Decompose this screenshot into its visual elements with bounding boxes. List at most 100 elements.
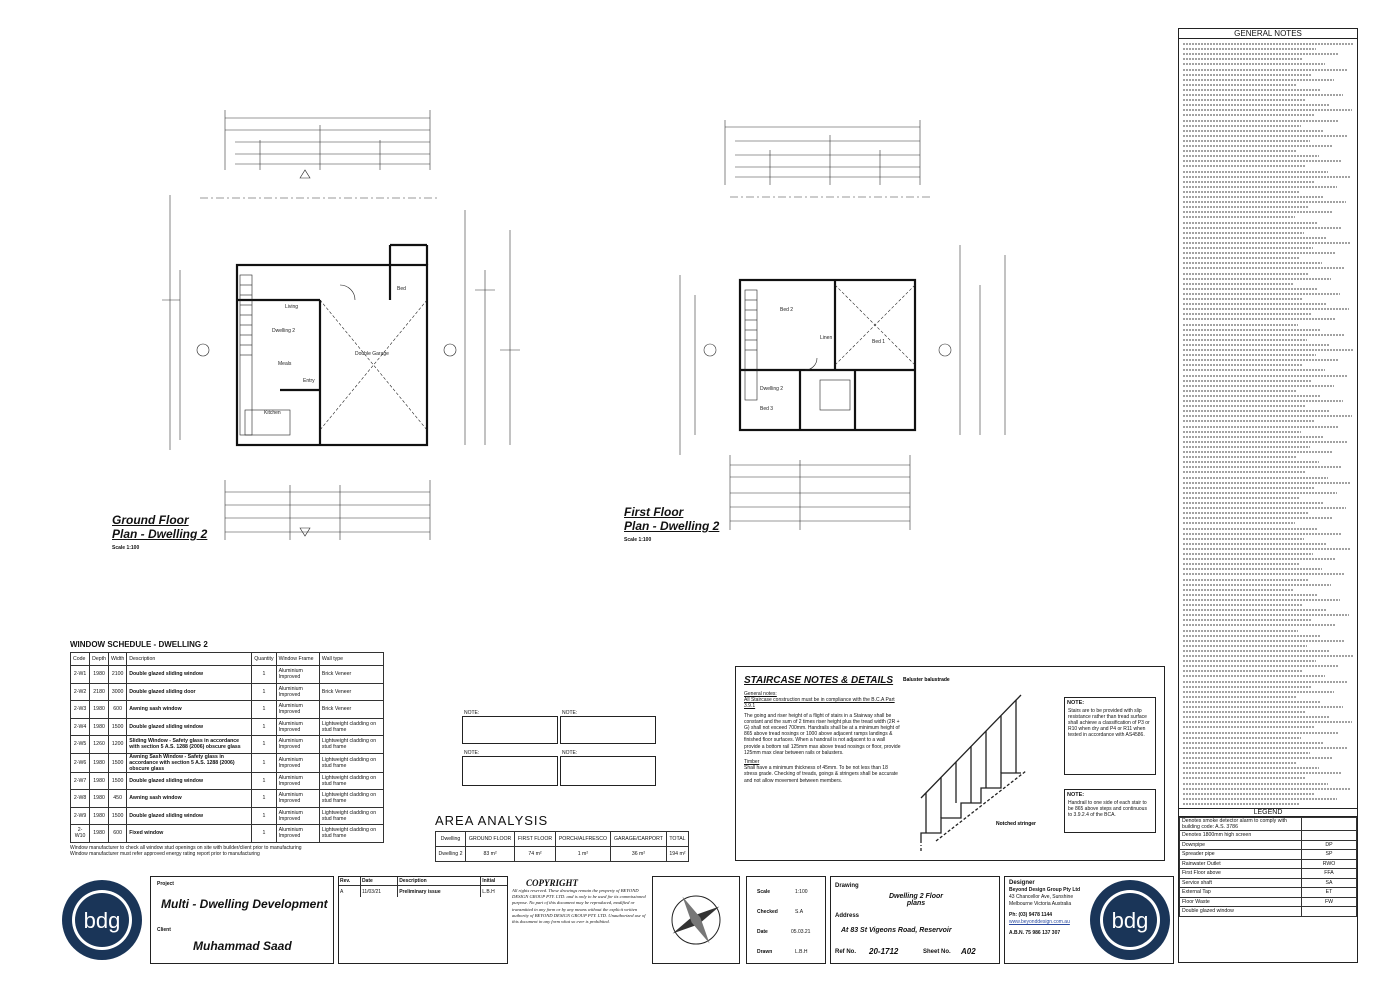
general-notes-line — [1183, 522, 1295, 525]
staircase-timber-body: Shall have a minimum thickness of 45mm. … — [744, 765, 898, 784]
general-notes-line — [1183, 711, 1306, 714]
ws-cell: Aluminium Improved — [275, 789, 320, 808]
first-floor-title: First Floor Plan - Dwelling 2 Scale 1:10… — [624, 505, 719, 547]
note-box-3: NOTE: — [462, 750, 558, 786]
ws-col-width: Width — [107, 652, 128, 666]
aa-cell-1: 83 m² — [465, 846, 516, 862]
general-notes-line — [1183, 257, 1299, 260]
ws-col-description: Description — [126, 652, 253, 666]
aa-cell-3: 1 m² — [554, 846, 611, 862]
ws-cell: Aluminium Improved — [275, 717, 320, 736]
general-notes-line — [1183, 185, 1337, 188]
general-notes-line — [1183, 262, 1322, 265]
ws-cell: Double glazed sliding window — [126, 717, 253, 736]
ws-cell: Lightweight cladding on stud frame — [318, 806, 385, 825]
staircase-compliance: All Staircase construction must be in co… — [744, 697, 895, 710]
general-notes-line — [1183, 471, 1305, 474]
general-notes-line — [1183, 700, 1320, 703]
note-label-4: NOTE: — [562, 750, 578, 756]
north-arrow-block — [652, 876, 740, 964]
general-notes-title: GENERAL NOTES — [1179, 29, 1357, 39]
legend-cell — [1301, 817, 1357, 831]
ws-cell: 2-W10 — [69, 824, 91, 843]
general-notes-line — [1183, 384, 1334, 387]
drawn-label: Drawn — [757, 949, 773, 955]
general-notes-line — [1183, 624, 1335, 627]
general-notes-line — [1183, 343, 1330, 346]
ws-cell: 1 — [251, 752, 277, 773]
general-notes-line — [1183, 670, 1302, 673]
window-schedule-table: Code Depth Width Description Quantity Wi… — [69, 652, 385, 843]
ws-cell: 600 — [107, 824, 128, 843]
general-notes-line — [1183, 201, 1346, 204]
ws-cell: Lightweight cladding on stud frame — [318, 735, 385, 754]
aa-col-2: FIRST FLOOR — [514, 831, 556, 847]
general-notes-line — [1183, 593, 1317, 596]
general-notes-line — [1183, 389, 1297, 392]
general-notes-line — [1183, 634, 1321, 637]
ws-cell: 1 — [251, 682, 277, 701]
ws-cell: 1500 — [107, 717, 128, 736]
ws-col-wall: Wall type — [318, 652, 385, 666]
general-notes-line — [1183, 542, 1327, 545]
general-notes-line — [1183, 272, 1308, 275]
room-bed-label: Bed — [397, 286, 406, 292]
room-dwelling-label: Dwelling 2 — [272, 328, 295, 334]
general-notes-line — [1183, 660, 1316, 663]
ws-footnote-1: Window manufacturer to check all window … — [70, 844, 302, 851]
scale-value: 1:100 — [795, 889, 808, 895]
general-notes-line — [1183, 604, 1303, 606]
ws-cell: 1500 — [107, 771, 128, 790]
legend-table: Denotes smoke detector alarm to comply w… — [1179, 817, 1357, 917]
rev-header-date: Date — [360, 877, 399, 886]
ref-value: 20-1712 — [869, 947, 899, 956]
area-analysis-title: AREA ANALYSIS — [435, 813, 549, 828]
general-notes-line — [1183, 690, 1334, 693]
ws-cell: Lightweight cladding on stud frame — [318, 752, 385, 773]
aa-col-1: GROUND FLOOR — [465, 831, 516, 847]
sheet-value: A02 — [961, 947, 976, 956]
general-notes-line — [1183, 216, 1295, 219]
date-value: 05.03.21 — [791, 929, 811, 935]
general-notes-line — [1183, 78, 1334, 81]
legend-cell: SA — [1301, 877, 1357, 888]
legend-cell: SP — [1301, 849, 1357, 860]
ws-cell: 1 — [251, 806, 277, 825]
ws-cell: Double glazed sliding window — [126, 665, 253, 684]
staircase-note-1: Stairs are to be provided with slip resi… — [1068, 708, 1150, 738]
checked-label: Checked — [757, 909, 778, 915]
general-notes-line — [1183, 83, 1297, 86]
general-notes-line — [1183, 573, 1345, 576]
general-notes-line — [1183, 532, 1341, 535]
general-notes-line — [1183, 445, 1310, 448]
ws-cell: 2-W6 — [69, 752, 91, 773]
general-notes-line — [1183, 598, 1340, 601]
copyright-block: COPYRIGHT All rights reserved. These dra… — [512, 878, 647, 963]
room-dwelling-ff-label: Dwelling 2 — [760, 386, 783, 392]
staircase-stringer-label: Notched stringer — [996, 821, 1036, 827]
general-notes-line — [1183, 706, 1343, 708]
staircase-note-label-1: NOTE: — [1067, 700, 1085, 706]
general-notes-line — [1183, 405, 1306, 408]
ws-cell: 1980 — [89, 752, 109, 773]
aa-col-4: GARAGE/CARPORT — [609, 831, 667, 847]
scale-block: Scale 1:100 Checked S.A Date 05.03.21 Dr… — [746, 876, 826, 964]
checked-value: S.A — [795, 909, 804, 915]
room-meals-label: Meals — [278, 361, 292, 367]
general-notes-line — [1183, 614, 1349, 617]
general-notes-line — [1183, 553, 1313, 555]
room-living-label: Living — [285, 304, 298, 310]
bdg-logo-right-icon: bdg — [1090, 880, 1170, 960]
staircase-title: STAIRCASE NOTES & DETAILS — [744, 675, 894, 686]
window-schedule: WINDOW SCHEDULE - DWELLING 2 Code Depth … — [69, 640, 385, 857]
designer-web[interactable]: www.beyonddesign.com.au — [1009, 919, 1070, 925]
ws-cell: 2-W9 — [69, 806, 91, 825]
logo-left: bdg — [58, 876, 146, 964]
general-notes-line — [1183, 665, 1339, 668]
aa-cell-0: Dwelling 2 — [434, 846, 467, 862]
legend-cell: Denotes smoke detector alarm to comply w… — [1179, 817, 1302, 831]
ws-cell: 1980 — [89, 771, 109, 790]
